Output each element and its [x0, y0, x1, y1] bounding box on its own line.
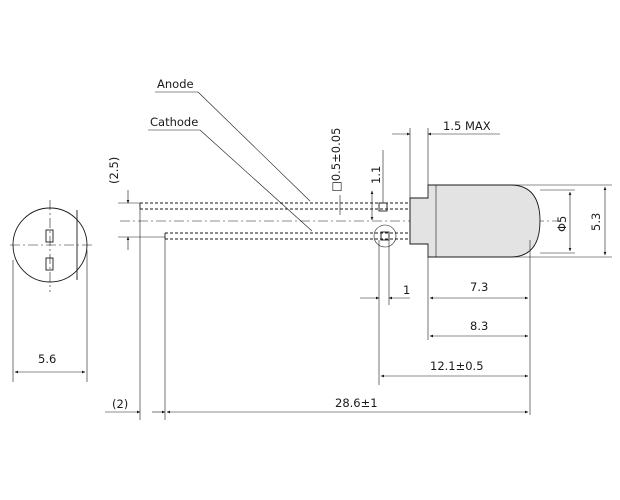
side-view: Anode Cathode □0.5±0.05 1.1 1.5 MAX (2.5… [105, 77, 612, 420]
label-5-3: 5.3 [589, 213, 603, 231]
front-lead-cathode [45, 257, 54, 271]
label-2: (2) [112, 397, 128, 411]
label-anode: Anode [157, 77, 194, 91]
anode-leader [197, 91, 311, 202]
led-body [409, 184, 541, 258]
label-1-5-max: 1.5 MAX [443, 119, 491, 133]
label-2-5: (2.5) [107, 157, 121, 184]
cathode-stopper [380, 231, 390, 241]
label-7-3: 7.3 [470, 280, 488, 294]
label-cathode: Cathode [150, 115, 198, 129]
anode-stopper [378, 202, 388, 212]
label-1-1: 1.1 [369, 166, 383, 184]
label-lead-square: □0.5±0.05 [329, 128, 343, 192]
label-12-1: 12.1±0.5 [430, 359, 484, 373]
label-8-3: 8.3 [470, 319, 488, 333]
front-view: 5.6 [10, 200, 92, 382]
cathode-leader [199, 129, 313, 232]
label-1: 1 [403, 283, 410, 297]
label-5-6: 5.6 [38, 352, 56, 366]
cathode-detail-circle [373, 224, 397, 248]
label-28-6: 28.6±1 [335, 396, 378, 410]
front-lead-anode [45, 229, 54, 243]
label-phi5: Φ5 [555, 216, 569, 232]
